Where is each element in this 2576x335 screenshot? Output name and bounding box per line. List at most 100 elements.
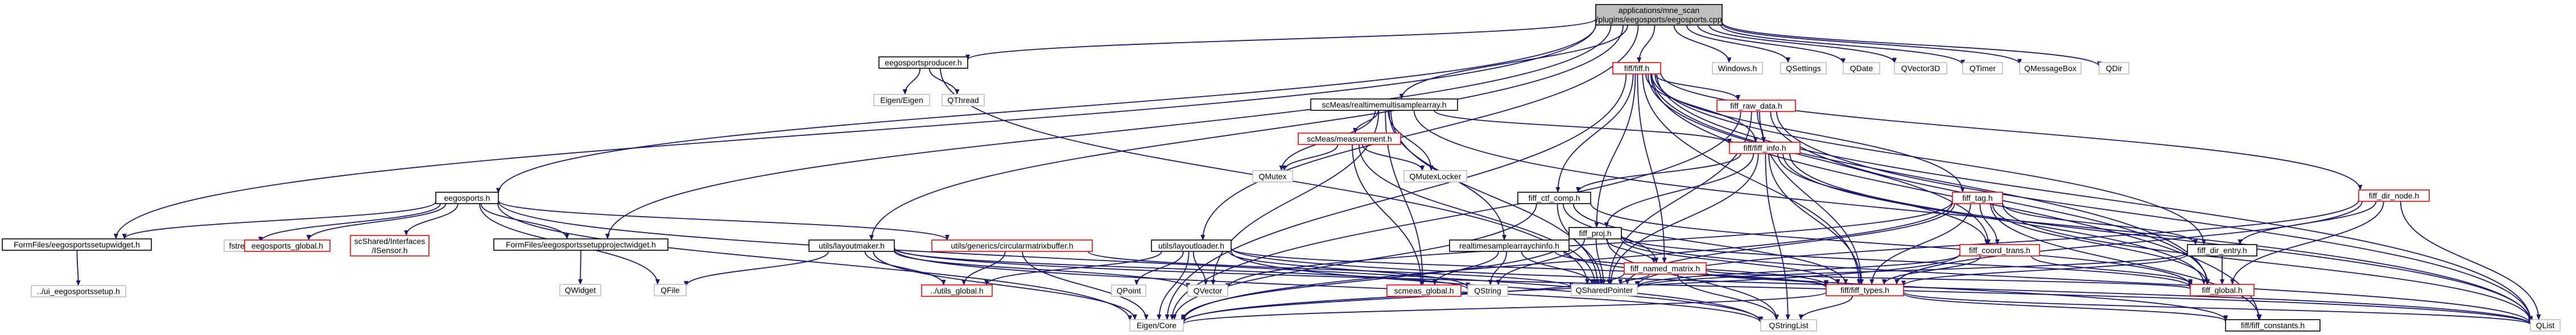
node-label: QTimer (1970, 64, 1996, 73)
node-label: fiff_ctf_comp.h (1529, 193, 1580, 202)
include-edge-fiff_dir_entry-to-qsharedpointer (1635, 252, 2188, 289)
include-edge-root-to-qsettings (1686, 24, 1790, 63)
node-qtimer: QTimer (1962, 62, 2003, 75)
include-edge-fiff_types-to-fiff_constants (1903, 293, 2228, 322)
include-edge-fiff_proj-to-fiff_named_matrix (1605, 238, 1657, 263)
include-edge-root-to-utils_layoutmaker (869, 24, 1624, 241)
node-fiff-raw-data[interactable]: fiff_raw_data.h (1716, 100, 1796, 112)
include-edge-fiff_h-to-fiff_dir_node (1660, 72, 2363, 191)
node-label: applications/mne_scan (1619, 6, 1699, 15)
include-edge-root-to-eegosportsproducer_h (965, 18, 1596, 60)
node-box (1568, 227, 1622, 239)
node-fiff-h[interactable]: fiff/fiff.h (1612, 62, 1661, 75)
include-edge-root-to-qvector3d (1708, 24, 1897, 64)
include-edge-fiff_tag-to-qlist (2002, 203, 2533, 323)
node-formfiles-setupwidget[interactable]: FormFiles/eegosportssetupwidget.h (2, 238, 152, 251)
node-box (921, 284, 993, 297)
node-box (435, 192, 499, 204)
edge-layer (76, 18, 2541, 325)
node-qmutexlocker: QMutexLocker (1403, 170, 1467, 183)
node-label: QVector (1194, 286, 1223, 295)
node-scmeas-global[interactable]: scmeas_global.h (1386, 284, 1462, 297)
node-qpoint: QPoint (1111, 284, 1146, 297)
node-box (1595, 4, 1723, 26)
include-edge-eegosports_h-to-eigen_core (497, 203, 1132, 321)
include-edge-fiff_named_matrix-to-qstringlist (1677, 274, 1779, 320)
node-fiff-constants[interactable]: fiff/fiff_constants.h (2225, 319, 2321, 332)
include-edge-fiff_h-to-fiff_coord_trans (1648, 73, 1991, 245)
node-qvector: QVector (1187, 284, 1228, 297)
include-edge-fiff_ctf_comp-to-fiff_global (1590, 202, 2193, 287)
node-label: QList (2536, 321, 2555, 330)
include-edge-fiff_h-to-fiff_named_matrix (1637, 73, 1667, 263)
include-edge-fiff_ctf_comp-to-qsharedpointer (1557, 203, 1604, 285)
node-label: Eigen/Core (1137, 321, 1176, 330)
include-edge-eegosportsproducer_h-to-eigen_eigen (902, 68, 921, 95)
include-edge-scmeas_measurement-to-scmeas_global (1352, 144, 1424, 286)
include-edge-root-to-scmeas_rtmulti (1399, 24, 1628, 100)
node-fiff-tag[interactable]: fiff_tag.h (1952, 192, 2003, 204)
include-edge-fiff_h-to-fiff_global (1651, 73, 2210, 285)
node-label: scMeas/measurement.h (1307, 134, 1392, 143)
node-qdir: QDir (2099, 62, 2129, 75)
node-box (559, 284, 601, 296)
node-label: scmeas_global.h (1394, 286, 1454, 295)
node-fiff-types[interactable]: fiff/fiff_types.h (1826, 284, 1904, 296)
node-utils-layoutmaker[interactable]: utils/layoutmaker.h (808, 239, 895, 252)
node-box (878, 56, 968, 69)
node-box (1403, 170, 1467, 183)
include-edge-fiff_tag-to-fiff_coord_trans (1979, 203, 2000, 245)
include-edge-scmeas_measurement-to-qsharedpointer (1358, 144, 1597, 285)
node-fiff-dir-node[interactable]: fiff_dir_node.h (2358, 189, 2430, 202)
node-root[interactable]: applications/mne_scan/plugins/eegosports… (1595, 4, 1723, 26)
include-edge-root-to-qtimer (1720, 24, 1965, 66)
include-edge-fiff_tag-to-qvector (1225, 201, 1953, 289)
node-label: eegosports.h (444, 193, 490, 202)
include-edge-fiff_coord_trans-to-fiff_types (1881, 255, 1981, 285)
include-edge-fiff_types-to-eigen_core (1181, 291, 1827, 325)
node-label: QMutex (1258, 172, 1286, 181)
node-fiff-proj[interactable]: fiff_proj.h (1568, 227, 1622, 239)
node-utils-global[interactable]: ../utils_global.h (921, 284, 993, 297)
node-fiff-info-h[interactable]: fiff/fiff_info.h (1729, 142, 1801, 154)
node-scmeas-rtmulti[interactable]: scMeas/realtimemultisamplearray.h (1310, 98, 1458, 111)
include-edge-scmeas_rtmulti-to-qsharedpointer (1390, 110, 1600, 285)
node-utils-layoutloader[interactable]: utils/layoutloader.h (1151, 239, 1232, 252)
node-fiff-coord-trans[interactable]: fiff_coord_trans.h (1959, 244, 2040, 257)
node-box (1449, 239, 1570, 252)
node-eegosportsproducer-h[interactable]: eegosportsproducer.h (878, 56, 968, 69)
include-edge-scmeas_measurement-to-qmutex (1282, 144, 1339, 171)
node-scmeas-measurement[interactable]: scMeas/measurement.h (1298, 133, 1401, 145)
node-box (1111, 284, 1146, 297)
node-fiff-dir-entry[interactable]: fiff_dir_entry.h (2187, 244, 2257, 257)
node-box (942, 94, 985, 106)
include-edge-fiff_info_h-to-fiff_proj (1604, 153, 1755, 228)
node-box (244, 239, 331, 252)
include-edge-root-to-qdir (1722, 22, 2102, 67)
node-box (2190, 284, 2255, 296)
node-label: QMutexLocker (1409, 172, 1461, 181)
node-scshared-isensor[interactable]: scShared/Interfaces/ISensor.h (350, 235, 430, 257)
include-edge-formfiles_setupproject-to-qwidget (578, 250, 583, 285)
include-edge-root-to-formfiles_setupwidget (113, 24, 1596, 239)
node-box (1298, 133, 1401, 145)
include-edge-eegosports_h-to-eegosports_global (306, 203, 447, 241)
node-fiff-global[interactable]: fiff_global.h (2190, 284, 2255, 296)
include-edge-fiff_proj-to-fiff_types (1621, 238, 1840, 285)
include-edge-fiff_named_matrix-to-qsharedpointer (1618, 274, 1650, 285)
node-box (1624, 262, 1707, 275)
node-eegosports-h[interactable]: eegosports.h (435, 192, 499, 204)
include-edge-fiff_dir_node-to-fiff_types (1894, 201, 2363, 285)
include-edge-fiff_h-to-fiff_types (1642, 73, 1861, 285)
include-edge-realtimesamplearraychinfo-to-qsharedpointer (1521, 251, 1595, 285)
node-fiff-ctf-comp[interactable]: fiff_ctf_comp.h (1517, 192, 1591, 204)
node-fiff-named-matrix[interactable]: fiff_named_matrix.h (1624, 262, 1707, 275)
node-formfiles-setupproject[interactable]: FormFiles/eegosportssetupprojectwidget.h (493, 238, 668, 251)
node-box (1826, 284, 1904, 296)
node-utils-generics-circular[interactable]: utils/generics/circularmatrixbuffer.h (931, 239, 1093, 252)
node-box (1151, 239, 1232, 252)
node-box (1571, 284, 1638, 296)
node-label: QWidget (565, 286, 596, 295)
node-eegosports-global[interactable]: eegosports_global.h (244, 239, 331, 252)
node-realtimesamplearraychinfo[interactable]: realtimesamplearraychinfo.h (1449, 239, 1570, 252)
